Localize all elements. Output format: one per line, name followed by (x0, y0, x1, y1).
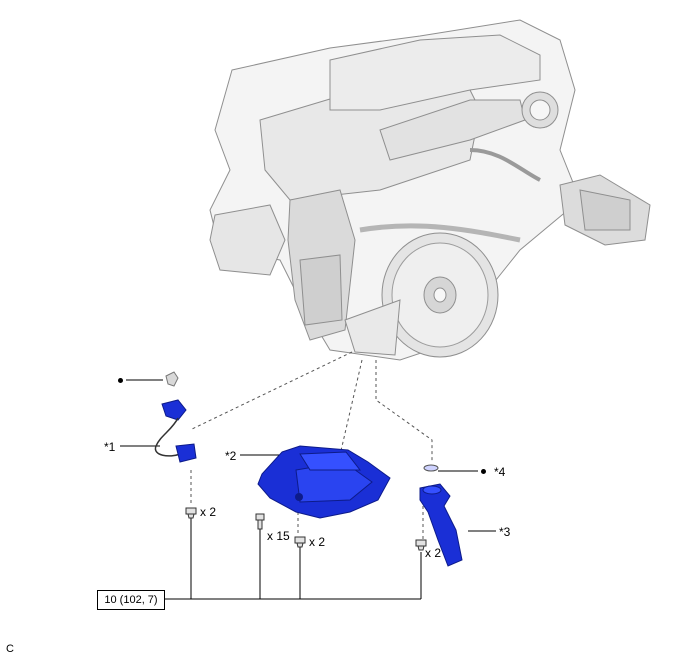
new-part-marker-gasket (481, 469, 486, 474)
new-part-marker-clip (118, 378, 123, 383)
callout-oil-strainer: *3 (499, 525, 511, 539)
callout-sensor: *1 (104, 440, 116, 454)
qty-pan-bolts: x 15 (267, 529, 290, 543)
clip-part (165, 371, 179, 387)
callout-lines (120, 379, 496, 600)
qty-pan-nuts: x 2 (309, 535, 326, 549)
oil-level-sensor-part (154, 399, 197, 463)
callout-oil-pan: *2 (225, 449, 237, 463)
gasket-part (423, 464, 439, 472)
engine-assembly (209, 19, 651, 361)
fasteners (185, 507, 427, 551)
qty-strainer-bolts: x 2 (425, 546, 442, 560)
torque-spec-box: 10 (102, 7) (97, 590, 165, 610)
qty-sensor-bolts: x 2 (200, 505, 217, 519)
figure-code: C (6, 643, 14, 655)
oil-strainer-part (419, 483, 463, 567)
callout-gasket: *4 (494, 465, 506, 479)
oil-pan-part (257, 445, 391, 519)
